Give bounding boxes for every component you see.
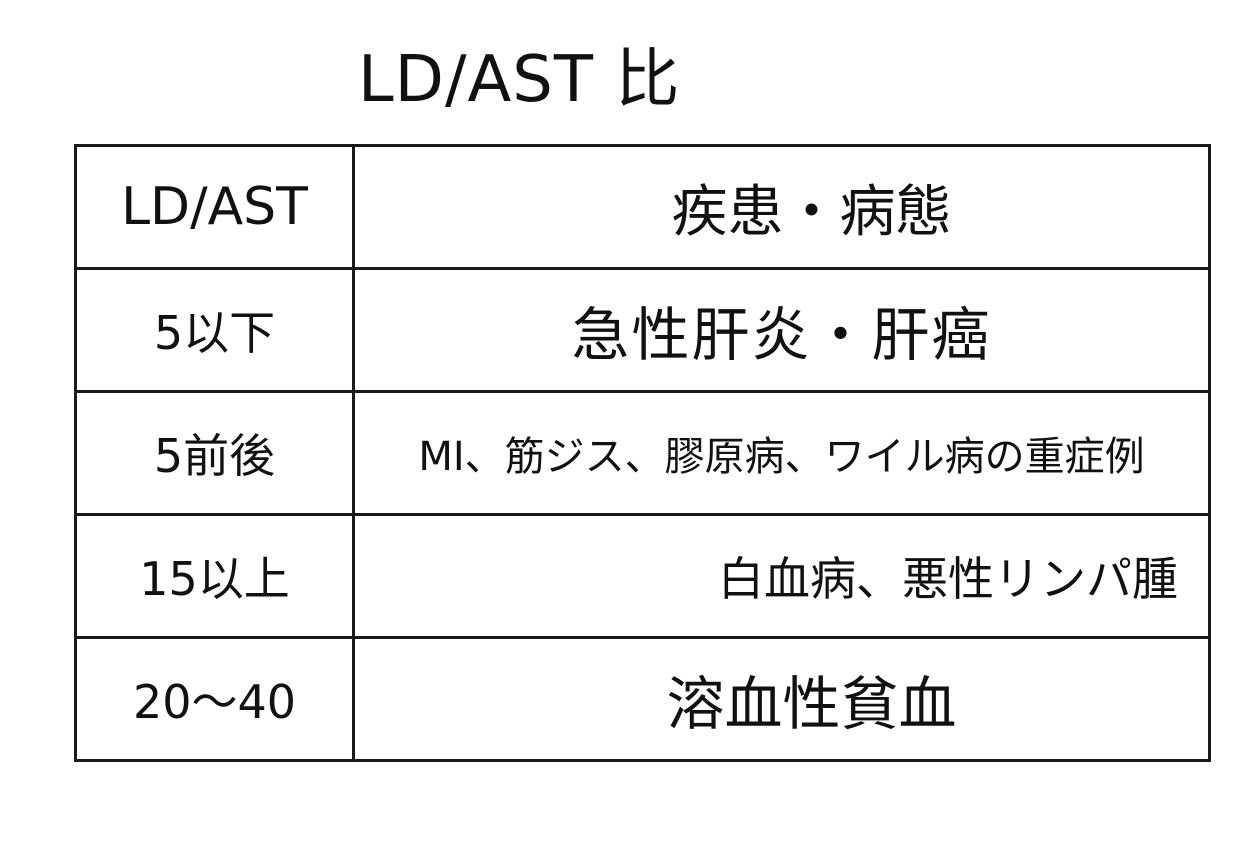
table-row: 5前後 MI、筋ジス、膠原病、ワイル病の重症例: [74, 390, 1211, 516]
table-row: 20～40 溶血性貧血: [74, 636, 1211, 762]
header-disease: 疾患・病態: [352, 144, 1211, 270]
disease-cell: 溶血性貧血: [352, 636, 1211, 762]
table-row: 5以下 急性肝炎・肝癌: [74, 267, 1211, 393]
header-ratio: LD/AST: [74, 144, 355, 270]
disease-cell: 白血病、悪性リンパ腫: [352, 513, 1211, 639]
ratio-cell: 5以下: [74, 267, 355, 393]
table-row: 15以上 白血病、悪性リンパ腫: [74, 513, 1211, 639]
ld-ast-ratio-table: LD/AST 疾患・病態 5以下 急性肝炎・肝癌 5前後 MI、筋ジス、膠原病、…: [74, 144, 1211, 762]
ratio-cell: 15以上: [74, 513, 355, 639]
disease-cell: MI、筋ジス、膠原病、ワイル病の重症例: [352, 390, 1211, 516]
disease-cell: 急性肝炎・肝癌: [352, 267, 1211, 393]
table-header-row: LD/AST 疾患・病態: [74, 144, 1211, 270]
ratio-cell: 20～40: [74, 636, 355, 762]
page-title: LD/AST 比: [358, 43, 681, 117]
ratio-cell: 5前後: [74, 390, 355, 516]
